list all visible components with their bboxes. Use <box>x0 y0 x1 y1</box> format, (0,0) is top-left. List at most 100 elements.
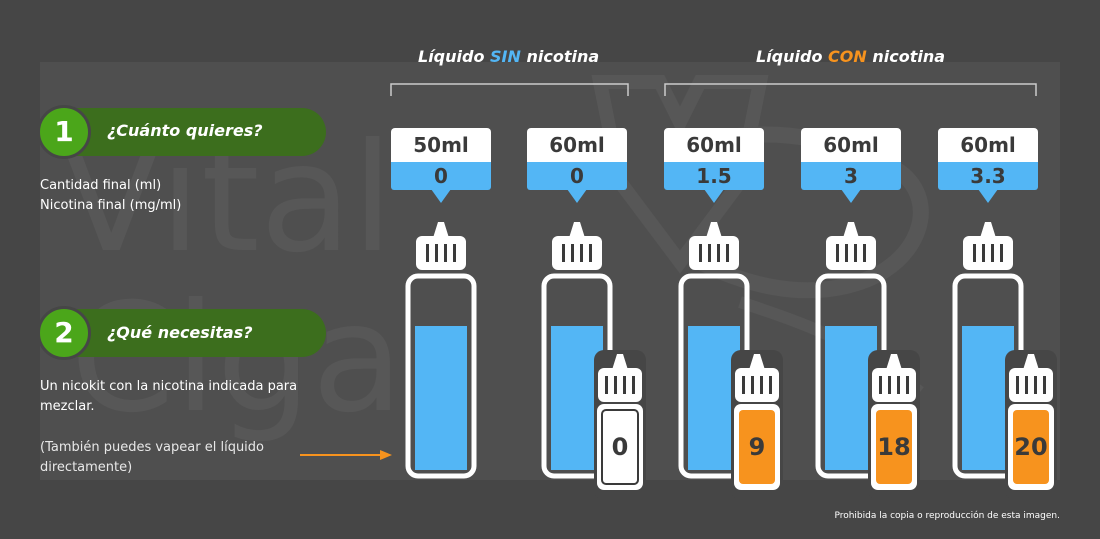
bottle-1-cap-body <box>416 236 466 270</box>
arrow-icon <box>300 450 392 460</box>
nicokit-4-label <box>876 410 912 484</box>
bottle-4-cap-ridge <box>854 244 857 262</box>
bottle-4-cap-body <box>826 236 876 270</box>
bottle-5-cap-tip <box>980 222 996 238</box>
step-2-banner <box>70 309 326 357</box>
nicokit-2-cap-ridge <box>614 376 617 394</box>
nicokit-5-label <box>1013 410 1049 484</box>
bottle-3-cap-body <box>689 236 739 270</box>
bottle-1-outline <box>405 273 477 479</box>
product-3-pointer <box>704 189 724 203</box>
bracket-sin <box>390 83 629 96</box>
bottle-2-cap-ridge <box>580 244 583 262</box>
product-2-nicotine: 0 <box>527 162 627 190</box>
nicokit-4-cap-ridge <box>906 376 909 394</box>
bottle-5-cap-ridge <box>1000 244 1003 262</box>
nicokit-3-cap-ridge <box>760 376 763 394</box>
watermark-face-icon <box>676 126 929 299</box>
bracket-con <box>664 83 1037 96</box>
bottle-2-cap-ridge <box>571 244 574 262</box>
bottle-2-cap-tip <box>569 222 585 238</box>
watermark-line2: Cigar <box>70 272 466 446</box>
bottle-3-cap-ridge <box>717 244 720 262</box>
bottle-4-cap-tip <box>843 222 859 238</box>
group-title-con-highlight: CON <box>828 47 867 66</box>
nicokit-3-cap-ridge <box>769 376 772 394</box>
nicokit-5-cap-body <box>1009 368 1053 402</box>
bottle-2-cap-ridge <box>562 244 565 262</box>
nicokit-5-cap-ridge <box>1043 376 1046 394</box>
product-5-pointer <box>978 189 998 203</box>
nicokit-3-value: 9 <box>749 433 766 461</box>
group-title-sin-highlight: SIN <box>490 47 521 66</box>
nicokit-5-cap-ridge <box>1034 376 1037 394</box>
nicokit-4-cap-ridge <box>879 376 882 394</box>
step-1-banner <box>70 108 326 156</box>
step-1-line-2: Nicotina final (mg/ml) <box>40 198 182 213</box>
bottle-3-cap-ridge <box>699 244 702 262</box>
bottle-1-cap-ridge <box>453 244 456 262</box>
bottle-1-cap-ridge <box>444 244 447 262</box>
bottle-3-cap-ridge <box>708 244 711 262</box>
nicokit-3-cap-tip <box>749 354 765 370</box>
bottle-1-cap-ridge <box>426 244 429 262</box>
group-title-con: Líquido CON nicotina <box>756 47 945 66</box>
nicokit-3-cap-ridge <box>742 376 745 394</box>
nicokit-3-cap-ridge <box>751 376 754 394</box>
bottle-1-cap-ridge <box>435 244 438 262</box>
note-line-2: directamente) <box>40 460 133 475</box>
step-2-line-2: mezclar. <box>40 399 95 414</box>
group-title-sin: Líquido SIN nicotina <box>418 47 599 66</box>
product-3-nicotine: 1.5 <box>664 162 764 190</box>
product-4-nicotine: 3 <box>801 162 901 190</box>
step-2-description: Un nicokit con la nicotina indicada para… <box>40 377 297 417</box>
bottle-4-cap-ridge <box>845 244 848 262</box>
step-1-question: ¿Cuánto quieres? <box>107 121 263 140</box>
nicokit-2-label <box>601 409 639 485</box>
bottle-1-liquid <box>415 326 467 470</box>
step-2-line-1: Un nicokit con la nicotina indicada para <box>40 379 298 394</box>
nicokit-2-cap-tip <box>612 354 628 370</box>
group-title-con-pre: Líquido <box>756 47 829 66</box>
bottle-2-cap-body <box>552 236 602 270</box>
step-2-number: 2 <box>37 306 91 360</box>
product-4-pointer <box>841 189 861 203</box>
bottle-5-cap-ridge <box>991 244 994 262</box>
nicokit-3-cap-body <box>735 368 779 402</box>
nicokit-2-cap-body <box>598 368 642 402</box>
product-1-pointer <box>431 189 451 203</box>
product-2-volume: 60ml <box>527 128 627 162</box>
direct-vape-note: (También puedes vapear el líquido direct… <box>40 438 264 478</box>
group-title-sin-post: nicotina <box>520 47 600 66</box>
note-line-1: (También puedes vapear el líquido <box>40 440 264 455</box>
nicokit-5-cap-ridge <box>1025 376 1028 394</box>
nicokit-4-cap-tip <box>886 354 902 370</box>
step-1-description: Cantidad final (ml) Nicotina final (mg/m… <box>40 176 181 216</box>
product-5-nicotine: 3.3 <box>938 162 1038 190</box>
bottle-3-cap-tip <box>706 222 722 238</box>
bottle-5-cap-ridge <box>973 244 976 262</box>
nicokit-4-cap-body <box>872 368 916 402</box>
product-5-volume: 60ml <box>938 128 1038 162</box>
nicokit-2-cap-ridge <box>623 376 626 394</box>
nicokit-4-cap-ridge <box>888 376 891 394</box>
bottle-4-cap-ridge <box>836 244 839 262</box>
bottle-4-cap-ridge <box>863 244 866 262</box>
group-title-con-post: nicotina <box>866 47 946 66</box>
bottle-3-cap-ridge <box>726 244 729 262</box>
bottle-2-cap-ridge <box>589 244 592 262</box>
bottle-1-cap-tip <box>433 222 449 238</box>
nicokit-2-cap-ridge <box>605 376 608 394</box>
nicokit-5-cap-tip <box>1023 354 1039 370</box>
step-2-question: ¿Qué necesitas? <box>107 323 253 342</box>
nicokit-2-value: 0 <box>612 433 629 461</box>
product-3-volume: 60ml <box>664 128 764 162</box>
nicokit-3-label <box>739 410 775 484</box>
nicokit-4-value: 18 <box>877 433 910 461</box>
product-2-pointer <box>567 189 587 203</box>
nicokit-2-cap-ridge <box>632 376 635 394</box>
step-1-number: 1 <box>37 105 91 159</box>
copyright-footer: Prohibida la copia o reproducción de est… <box>834 511 1060 521</box>
